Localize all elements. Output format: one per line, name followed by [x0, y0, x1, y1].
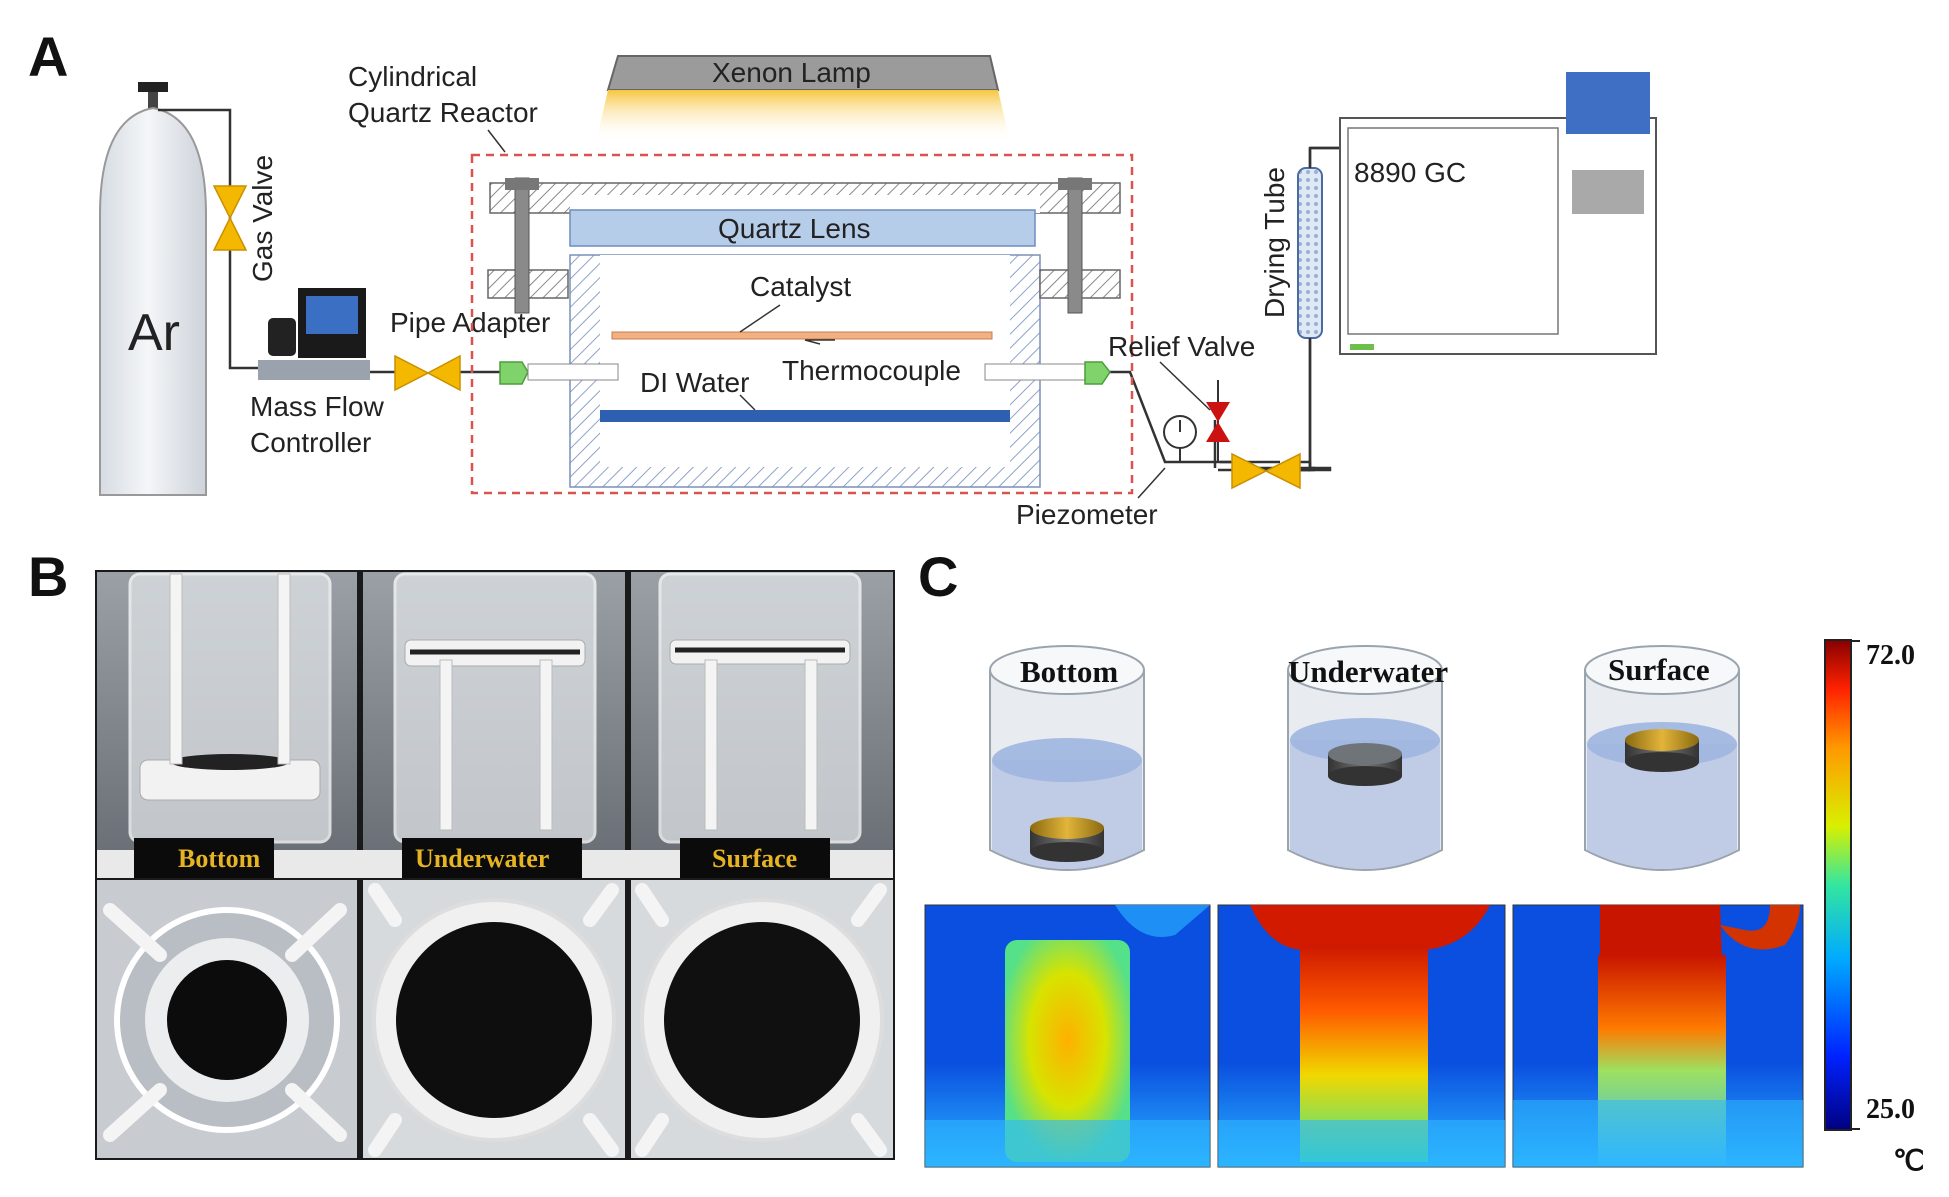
thermocouple-label: Thermocouple: [782, 355, 961, 386]
piezometer-icon: [1163, 415, 1197, 462]
thermal-image-surface: [1512, 904, 1804, 1168]
schematic-label-bottom: Bottom: [1020, 654, 1118, 689]
relief-valve-icon: [1206, 380, 1230, 462]
schematic-surface: [1584, 645, 1740, 871]
xenon-lamp: Xenon Lamp: [596, 55, 1010, 142]
quartz-lens: [569, 209, 1036, 247]
argon-cylinder: Ar: [99, 82, 207, 496]
photo-label-surface: Surface: [712, 844, 797, 873]
schematic-label-underwater: Underwater: [1288, 654, 1448, 689]
gas-valve-label: Gas Valve: [247, 155, 278, 282]
reactor-label-2: Quartz Reactor: [348, 97, 538, 128]
photo-label-underwater: Underwater: [415, 844, 549, 873]
mass-flow-label-1: Mass Flow: [250, 391, 385, 422]
photo-panel: Bottom Underwater Surface: [95, 570, 895, 1160]
schematic-label-surface: Surface: [1608, 652, 1710, 687]
pipe-adapter-left: [499, 361, 529, 385]
reactor-label-1: Cylindrical: [348, 61, 477, 92]
water-bar: [600, 410, 1010, 422]
mass-flow-label-2: Controller: [250, 427, 371, 458]
colorbar-max-label: 72.0: [1866, 640, 1915, 671]
cylinder-label: Ar: [128, 304, 180, 362]
temperature-colorbar: [1824, 639, 1860, 1131]
photo-label-bottom: Bottom: [178, 844, 261, 873]
schematic-bottom: [989, 645, 1145, 871]
mass-flow-controller: [258, 288, 370, 380]
reactor-leader: [487, 129, 506, 153]
lamp-label: Xenon Lamp: [712, 57, 871, 88]
panel-letter-c: C: [918, 545, 958, 608]
water-label: DI Water: [640, 367, 749, 398]
thermal-image-bottom: [924, 904, 1211, 1168]
catalyst-label: Catalyst: [750, 271, 851, 302]
thermal-image-underwater: [1217, 904, 1506, 1168]
quartz-reactor: [470, 153, 1134, 495]
panel-letter-b: B: [28, 545, 68, 608]
gas-valve-icon: [212, 185, 248, 251]
schematic-underwater: [1287, 645, 1443, 871]
piezometer-label: Piezometer: [1016, 499, 1158, 530]
gas-chromatograph: 8890 GC: [1339, 72, 1657, 355]
pipe-adapter-right: [1084, 361, 1111, 385]
colorbar-unit-label: ℃: [1893, 1146, 1924, 1177]
colorbar-min-label: 25.0: [1866, 1094, 1915, 1125]
drying-tube: [1297, 146, 1340, 470]
panel-letter-a: A: [28, 25, 68, 88]
inlet-valve-icon: [394, 354, 461, 392]
relief-valve-label: Relief Valve: [1108, 331, 1255, 362]
gc-label: 8890 GC: [1354, 157, 1466, 188]
lens-label: Quartz Lens: [718, 213, 871, 244]
outlet-valve-icon: [1231, 452, 1301, 490]
catalyst-layer: [611, 331, 993, 340]
drying-tube-label: Drying Tube: [1259, 167, 1290, 318]
